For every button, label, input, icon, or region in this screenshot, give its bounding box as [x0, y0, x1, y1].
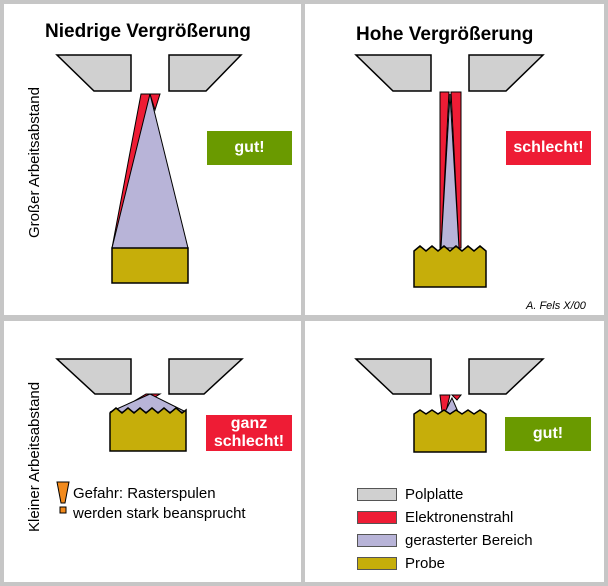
legend-swatch-gerasterter-bereich	[357, 534, 397, 547]
heading-high-magnification: Hohe Vergrößerung	[356, 24, 534, 45]
legend-label: gerasterter Bereich	[405, 532, 533, 549]
pole-piece-top-right	[354, 54, 545, 92]
pole-piece-bottom-right	[354, 358, 545, 395]
rating-badge-bottom-left: ganz schlecht!	[206, 415, 292, 451]
legend-swatch-elektronenstrahl	[357, 511, 397, 524]
sample-top-left	[111, 247, 189, 284]
scanned-area-top-right	[440, 93, 460, 249]
rating-badge-bottom-right: gut!	[505, 417, 591, 451]
warning-icon	[56, 481, 70, 514]
legend-swatch-polplatte	[357, 488, 397, 501]
rating-badge-top-left: gut!	[207, 131, 292, 165]
rating-badge-top-right: schlecht!	[506, 131, 591, 165]
legend-label: Probe	[405, 555, 446, 572]
legend-item-polplatte: Polplatte	[357, 486, 463, 503]
legend-item-elektronenstrahl: Elektronenstrahl	[357, 509, 513, 526]
scanned-area-top-left	[111, 93, 189, 249]
sample-bottom-right	[413, 409, 487, 453]
legend-item-gerasterter-bereich: gerasterter Bereich	[357, 532, 533, 549]
legend-label: Polplatte	[405, 486, 464, 503]
legend-label: Elektronenstrahl	[405, 509, 514, 526]
legend-swatch-probe	[357, 557, 397, 570]
warning-line-2: werden stark beansprucht	[73, 505, 246, 522]
pole-piece-top-left	[55, 54, 243, 92]
beam-top-right	[439, 91, 462, 249]
warning-text: Gefahr: Rasterspulen werden stark beansp…	[73, 484, 246, 524]
heading-low-magnification: Niedrige Vergrößerung	[45, 21, 251, 42]
warning-line-1: Gefahr: Rasterspulen	[73, 485, 216, 502]
sample-bottom-left	[109, 407, 187, 452]
author-credit: A. Fels X/00	[526, 300, 586, 312]
beam-bottom-right	[439, 394, 463, 413]
legend-item-probe: Probe	[357, 555, 445, 572]
pole-piece-bottom-left	[55, 358, 244, 395]
sample-top-right	[413, 245, 487, 288]
